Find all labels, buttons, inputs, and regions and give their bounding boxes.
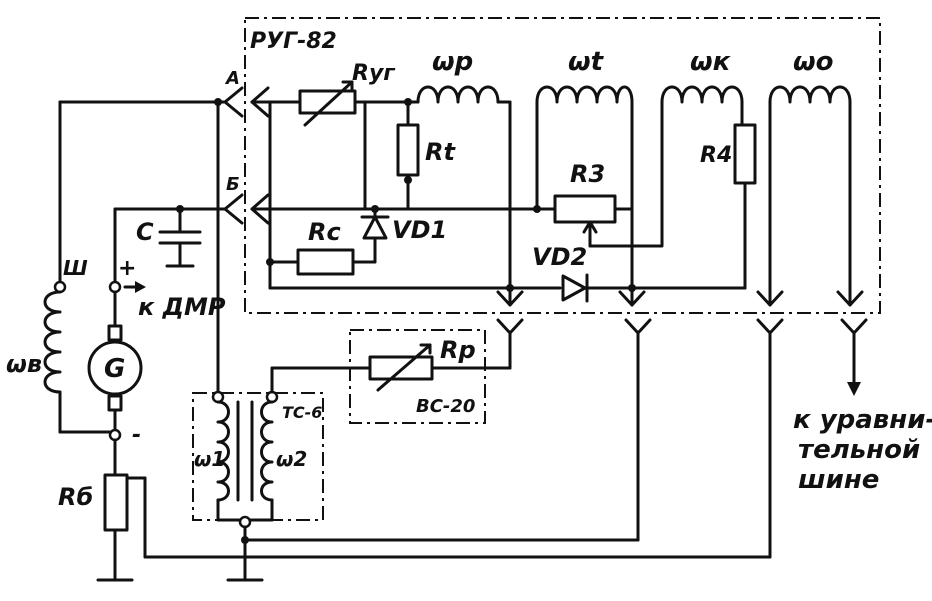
label-tc6: ТС-6 (282, 403, 322, 422)
resistor-rp (368, 343, 434, 392)
coil-w2 (260, 400, 274, 502)
label-vd1: VD1 (392, 216, 447, 244)
label-generator: G (104, 354, 125, 384)
label-terminal-b: Б (226, 174, 240, 195)
label-r-c: Rc (308, 218, 341, 246)
resistor-r3 (553, 194, 617, 224)
label-to-dmr: к ДМР (138, 293, 226, 321)
label-block-main: РУГ-82 (250, 29, 337, 54)
label-r3: R3 (570, 160, 605, 188)
label-note-line2: тельной (798, 435, 920, 465)
resistor-r4 (733, 123, 757, 185)
label-w-p: ωр (432, 47, 473, 77)
vs20-block-border (349, 329, 486, 424)
label-minus: - (132, 423, 141, 448)
label-r4: R4 (700, 143, 732, 168)
label-r-t: Rt (425, 138, 456, 166)
label-w-o: ωо (793, 47, 833, 77)
label-r-b: Rб (58, 483, 93, 511)
resistor-rug (298, 80, 357, 127)
label-note-line3: шине (798, 465, 879, 495)
resistor-rc (296, 248, 355, 276)
label-w-k: ωк (690, 47, 732, 77)
tc6-block-border (192, 392, 324, 521)
label-sh: Ш (63, 256, 88, 280)
label-r-ug: Rуг (352, 61, 396, 86)
label-note-line1: к уравни- (793, 405, 932, 435)
label-r-p: Rр (440, 336, 476, 364)
rug82-block-border (244, 17, 881, 314)
capacitor-c (158, 207, 202, 268)
diode-vd1 (360, 207, 390, 264)
coil-wk (660, 85, 744, 104)
diode-vd2 (561, 273, 589, 303)
label-vs20: ВС-20 (416, 396, 475, 417)
label-vd2: VD2 (532, 243, 587, 271)
coil-wp (416, 85, 500, 104)
label-terminal-a: А (224, 68, 240, 89)
coil-wv (43, 290, 62, 394)
resistor-rt (396, 123, 420, 177)
coil-wt (535, 85, 634, 104)
label-w-v: ωв (6, 350, 42, 378)
label-capacitor: C (136, 218, 154, 246)
generator-g (87, 340, 143, 396)
coil-wo (768, 85, 852, 104)
label-w1: ω1 (194, 447, 225, 471)
label-w-t: ωt (568, 47, 605, 77)
label-plus: + (118, 256, 136, 281)
resistor-rb (103, 473, 129, 532)
label-w2: ω2 (276, 447, 307, 471)
coil-w1 (216, 400, 230, 502)
